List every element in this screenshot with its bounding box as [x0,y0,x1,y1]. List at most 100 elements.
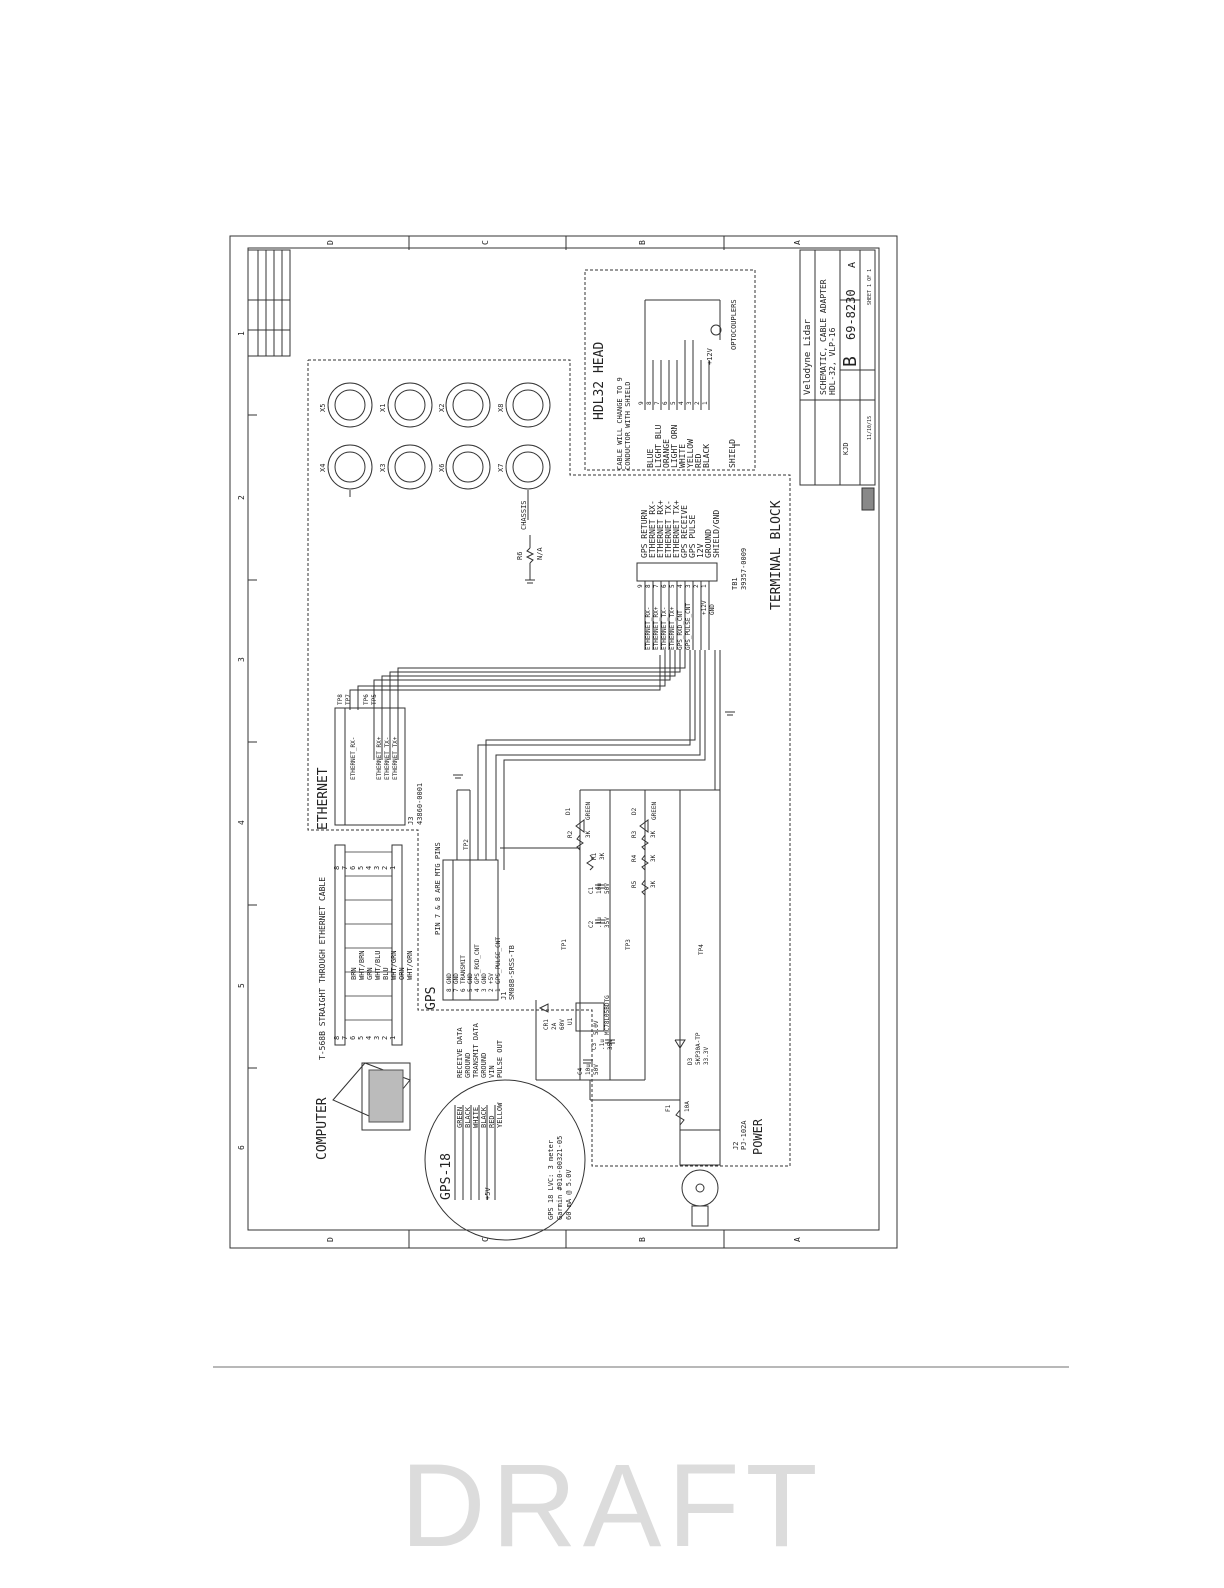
head-pin: 5 [670,401,677,405]
r5-value: 3K [650,880,657,888]
tb1-part: 39357-0009 [740,548,748,590]
r2-resistor [576,834,584,851]
zone-letter: C [481,240,490,245]
wire-color: WHT/BLU [374,950,382,980]
ethernet-connector [334,650,686,826]
wire-color: WHT/BRN [358,950,366,980]
u1-label: U1 [567,1017,574,1025]
gps18-function: GROUND [464,1053,472,1078]
zone-letter: A [793,1237,802,1242]
c3-label: C3 [591,1042,598,1050]
wire-color: GRN [366,967,374,980]
d2-label: D2 [631,807,638,815]
head-pin: 1 [702,401,709,405]
hole-label: X5 [319,404,327,412]
tb1-pin: 8 [645,584,652,588]
head-wire: WHITE [678,444,687,468]
tb1-function: ETHERNET TX- [664,500,673,558]
gps18-function: TRANSMIT DATA [472,1022,480,1078]
hole-label: X4 [319,464,327,472]
tb1-signal: ETHERNET_RX- [645,607,652,650]
cable-pin: 7 [341,1036,349,1040]
f1-value: 10A [684,1101,691,1112]
head-wire: BLACK [702,444,711,468]
j3-label: J3 [407,817,415,825]
eth-signal: ETHERNET_RX+ [376,736,383,780]
head-wire: LIGHT ORN [670,424,679,468]
r3-label: R3 [631,830,638,838]
u1-regulator [575,1002,605,1032]
r4-label: R4 [631,854,638,862]
tb1-function: SHIELD/GND [712,510,721,558]
j1-pin: 6 [460,988,467,992]
eth-signal: ETHERNET_RX- [350,737,357,780]
tb1-signal: GND [709,604,716,615]
zone-number: 2 [237,495,246,500]
gps18-module [424,1079,586,1241]
eth-signal: ETHERNET_TX+ [392,736,399,780]
d3-label: D3 [687,1057,694,1065]
j1-pin-name: GPS_RXD_CNT [474,944,481,984]
cable-pin: 1 [389,1036,397,1040]
j1-pin-name: GND [446,973,453,984]
company-name: Velodyne Lidar [803,319,813,395]
c4-rating: 50V [593,1064,600,1075]
gps18-wire: BLACK [464,1106,472,1128]
hole-label: X8 [497,404,505,412]
cable-pin: 6 [349,1036,357,1040]
cr1-diode [538,1003,549,1013]
c3-value: .1u [599,1039,606,1050]
j1-pin: 8 [446,988,453,992]
gps18-wire: RED [488,1115,496,1128]
hole-label: X2 [438,404,446,412]
zone-letters-top: D C B A [326,240,802,245]
r3-resistor [641,834,649,851]
c3-rating: 35V [607,1039,614,1050]
c2-value: .1u [596,917,603,928]
d3-part: 5KP30A-TP [695,1032,702,1065]
j1-pin: 7 [453,988,460,992]
f1-label: F1 [665,1104,672,1112]
tb1-signal: GPS_PULSE_CNT [685,603,692,650]
c1-rating: 50V [604,883,611,894]
gps18-note: Garmin #010-00321-05 [556,1136,564,1220]
mounting-hole [327,444,373,490]
zone-letter: B [638,240,647,245]
mounting-hole [387,382,433,428]
cable-pin: 2 [381,866,389,870]
tp-label: TP8 [337,694,344,705]
r5-label: R5 [631,880,638,888]
mounting-hole [505,444,551,490]
computer-title: COMPUTER [315,1097,330,1160]
r4-resistor [641,854,649,871]
head-pin: 7 [654,401,661,405]
f1-fuse [675,1109,685,1126]
r6-value: N/A [536,547,544,560]
j1-pin-name: GND [481,973,488,984]
r3-value: 3K [650,830,657,838]
r2-label: R2 [567,830,574,838]
c2-label: C2 [588,920,595,928]
cable-pin: 3 [373,1036,381,1040]
zone-number: 5 [237,983,246,988]
zone-ticks [248,236,725,1248]
tp3-label: TP3 [625,939,632,950]
tb1-pin: 1 [701,584,708,588]
optocouplers-label: OPTOCOUPLERS [730,299,738,350]
tp1-label: TP1 [561,939,568,950]
tb1-signal: ETHERNET_TX- [661,607,668,650]
cable-pin: 5 [357,1036,365,1040]
head-wire: SHIELD [728,439,737,468]
cable-pin: 4 [365,866,373,870]
j1-pin: 5 [467,988,474,992]
tp-label: TP7 [345,694,352,705]
wire-color: BRN [350,967,358,980]
hole-label: X1 [379,404,387,412]
terminal-block [636,562,718,650]
drawing-title: SCHEMATIC, CABLE ADAPTER [819,279,828,395]
tb1-pin: 9 [637,584,644,588]
tp-label: TP6 [363,694,370,705]
d1-led [575,819,585,833]
tp4-label: TP4 [698,944,705,955]
